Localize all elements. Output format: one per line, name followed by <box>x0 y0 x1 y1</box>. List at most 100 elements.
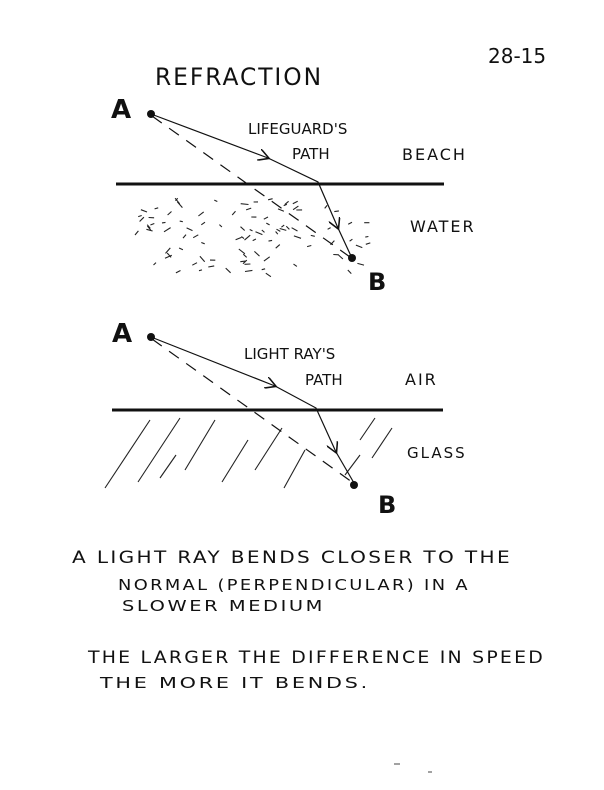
lifeguard-diagram: A LIFEGUARD'S PATH BEACH WATER B <box>111 95 476 296</box>
water-dash <box>283 203 288 207</box>
page-title: REFRACTION <box>155 63 323 91</box>
water-dash <box>277 208 285 212</box>
water-dash <box>279 227 287 231</box>
light-ray-path <box>150 336 275 386</box>
water-dash <box>150 222 155 226</box>
water-dash <box>355 244 363 249</box>
water-dash <box>175 270 181 274</box>
water-dash <box>249 229 253 232</box>
water-dash <box>165 247 171 254</box>
water-dash <box>244 269 253 273</box>
water-dash <box>241 236 245 240</box>
water-dash <box>252 238 257 242</box>
water-dash <box>334 210 339 213</box>
path-label-line1: LIFEGUARD'S <box>248 120 347 138</box>
water-dash <box>240 203 249 206</box>
glass-hatch-stroke <box>137 417 181 483</box>
water-dash <box>198 211 205 217</box>
path-label-line1: LIGHT RAY'S <box>244 345 335 363</box>
water-dash <box>327 227 331 230</box>
glass-hatch-stroke <box>104 419 151 489</box>
water-dash <box>263 216 269 220</box>
water-dash <box>242 253 248 258</box>
notes: A LIGHT RAY BENDS CLOSER TO THE NORMAL (… <box>72 548 545 692</box>
point-b-dot <box>350 481 358 489</box>
point-a-label: A <box>111 95 131 125</box>
water-dash <box>140 209 148 213</box>
point-a-label: A <box>112 319 132 349</box>
water-dash <box>139 216 145 222</box>
water-texture <box>134 197 371 278</box>
lower-medium-label: WATER <box>410 217 476 236</box>
water-dash <box>284 200 289 206</box>
water-dash <box>347 221 353 225</box>
note-line-3: SLOWER MEDIUM <box>122 597 325 615</box>
light-ray-diagram: A LIGHT RAY'S PATH AIR GLASS B <box>104 319 467 519</box>
water-dash <box>261 268 266 271</box>
upper-medium-label: AIR <box>405 370 438 389</box>
water-dash <box>291 227 298 232</box>
water-dash <box>365 242 371 245</box>
glass-hatch-stroke <box>159 454 177 479</box>
water-dash <box>182 234 187 239</box>
point-b-label: B <box>378 491 396 519</box>
water-dash <box>200 221 206 226</box>
light-ray-path-continued <box>274 385 336 452</box>
water-dash <box>154 207 159 210</box>
lifeguard-path-continued <box>267 157 338 228</box>
water-dash <box>240 260 246 263</box>
water-dash <box>347 269 352 274</box>
water-dash <box>179 220 183 223</box>
water-dash <box>338 254 344 260</box>
water-dash <box>138 214 142 218</box>
water-dash <box>219 224 223 228</box>
glass-hatch-stroke <box>359 417 376 441</box>
water-dash <box>268 239 273 242</box>
water-dash <box>163 227 171 233</box>
water-dash <box>146 224 151 229</box>
note-line-1: A LIGHT RAY BENDS CLOSER TO THE <box>72 548 512 568</box>
water-dash <box>201 241 205 245</box>
water-dash <box>238 248 246 255</box>
water-dash <box>267 198 273 201</box>
water-dash <box>275 244 281 249</box>
water-dash <box>164 254 173 259</box>
water-dash <box>255 231 263 236</box>
water-dash <box>167 211 172 216</box>
water-dash <box>199 255 206 263</box>
note-line-4: THE LARGER THE DIFFERENCE IN SPEED <box>87 648 545 668</box>
water-dash <box>245 207 252 211</box>
water-dash <box>293 263 298 267</box>
water-dash <box>263 256 271 262</box>
light-ray-path-end <box>335 451 355 484</box>
path-label-line2: PATH <box>292 145 330 163</box>
lower-medium-label: GLASS <box>407 444 467 462</box>
water-dash <box>146 228 153 232</box>
point-b-label: B <box>368 268 386 296</box>
water-dash <box>266 222 270 226</box>
water-dash <box>146 225 152 231</box>
water-dash <box>178 247 184 251</box>
note-line-2: NORMAL (PERPENDICULAR) IN A <box>118 576 470 594</box>
upper-medium-label: BEACH <box>402 145 467 164</box>
glass-texture <box>104 417 393 489</box>
water-dash <box>276 228 281 232</box>
water-dash <box>242 259 248 265</box>
water-dash <box>240 226 246 231</box>
water-dash <box>174 197 181 205</box>
water-dash <box>244 234 251 241</box>
glass-hatch-stroke <box>254 427 283 471</box>
water-dash <box>225 267 231 274</box>
water-dash <box>281 224 285 228</box>
water-dash <box>324 205 328 209</box>
note-line-5: THE MORE IT BENDS. <box>99 674 370 692</box>
water-dash <box>292 205 299 211</box>
water-dash <box>235 236 242 241</box>
water-dash <box>357 262 365 266</box>
water-dash <box>292 200 298 205</box>
water-dash <box>214 199 218 202</box>
water-dash <box>285 225 290 230</box>
water-dash <box>208 265 215 268</box>
